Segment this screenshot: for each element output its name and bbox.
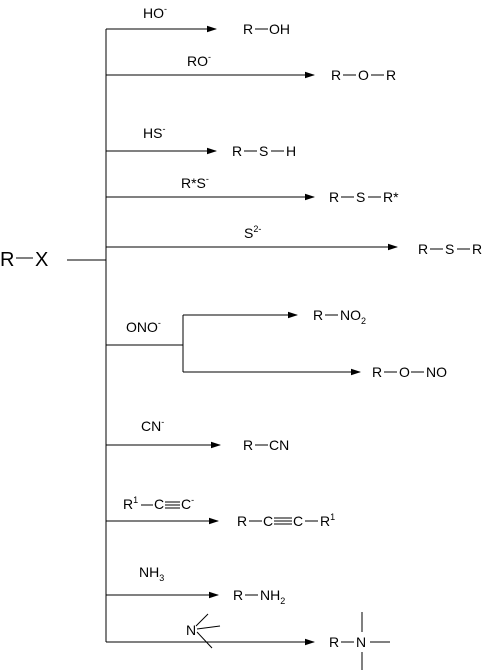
product-atom: R <box>329 634 339 650</box>
reagent-atom: N <box>186 622 196 638</box>
product-atom: S <box>259 143 268 159</box>
product-label: R C C R1 <box>237 512 335 529</box>
reagent-label: NH3 <box>139 564 164 583</box>
product-atom: S <box>356 189 365 205</box>
reaction-ammonia: NH3 R NH2 <box>106 564 285 606</box>
reagent-label: HS- <box>143 124 165 141</box>
amine-bond <box>196 631 213 649</box>
product-atom: R <box>372 364 382 380</box>
product-ammonium: R N <box>329 612 390 670</box>
product-atom: R <box>243 21 253 37</box>
product-atom: R <box>329 189 339 205</box>
product-atom: R <box>331 67 341 83</box>
product-atom: R <box>386 67 396 83</box>
reagent-atom: R1 <box>123 495 138 512</box>
reagent-label: CN- <box>141 417 164 434</box>
reagent-label: ONO- <box>126 318 161 335</box>
reaction-nitrite: ONO- R NO2 R O NO <box>106 307 447 380</box>
amine-bond <box>196 625 221 630</box>
product-atom: R <box>232 143 242 159</box>
reaction-acetylide: R1 C C- R C C R1 <box>106 495 335 529</box>
reaction-hydroxide: HO- R OH <box>106 4 290 37</box>
product-atom: NO <box>426 364 447 380</box>
product-atom: R* <box>383 189 399 205</box>
reagent-atom: C <box>154 496 164 512</box>
reaction-sulfide: S2- R S R <box>106 224 482 257</box>
product-atom: R <box>313 307 323 323</box>
reagent-atom: C- <box>181 495 194 512</box>
product-atom: R <box>472 241 482 257</box>
product-atom: C <box>263 513 273 529</box>
product-atom: O <box>399 364 410 380</box>
product-atom: R <box>418 241 428 257</box>
product-atom: R1 <box>320 512 335 529</box>
reaction-hydrosulfide: HS- R S H <box>106 124 296 159</box>
product-group: NH2 <box>260 587 285 606</box>
reaction-amine: N R N <box>106 612 390 670</box>
reagent-label: R1 C C- <box>123 495 194 512</box>
substrate-r: R <box>0 249 14 271</box>
reagent-label: S2- <box>244 224 261 241</box>
trunk <box>67 29 107 642</box>
reaction-cyanide: CN- R CN <box>106 417 289 453</box>
reagent-amine: N <box>186 613 221 649</box>
product-atom: C <box>293 513 303 529</box>
product-atom: H <box>286 143 296 159</box>
product-atom: R <box>233 587 243 603</box>
product-atom: N <box>356 634 366 650</box>
product-group: CN <box>269 437 289 453</box>
reagent-label: HO- <box>143 4 167 21</box>
product-group: NO2 <box>340 307 366 326</box>
reagent-label: R*S- <box>181 174 209 191</box>
product-atom: R <box>237 513 247 529</box>
reagent-label: RO- <box>187 52 211 69</box>
product-atom: OH <box>269 21 290 37</box>
reaction-thiolate: R*S- R S R* <box>106 174 399 205</box>
amine-bond <box>195 613 209 627</box>
reaction-alkoxide: RO- R O R <box>106 52 396 83</box>
substrate-x: X <box>35 249 48 271</box>
substrate: R X <box>0 249 48 271</box>
product-atom: R <box>243 437 253 453</box>
product-atom: S <box>445 241 454 257</box>
product-atom: O <box>358 67 369 83</box>
